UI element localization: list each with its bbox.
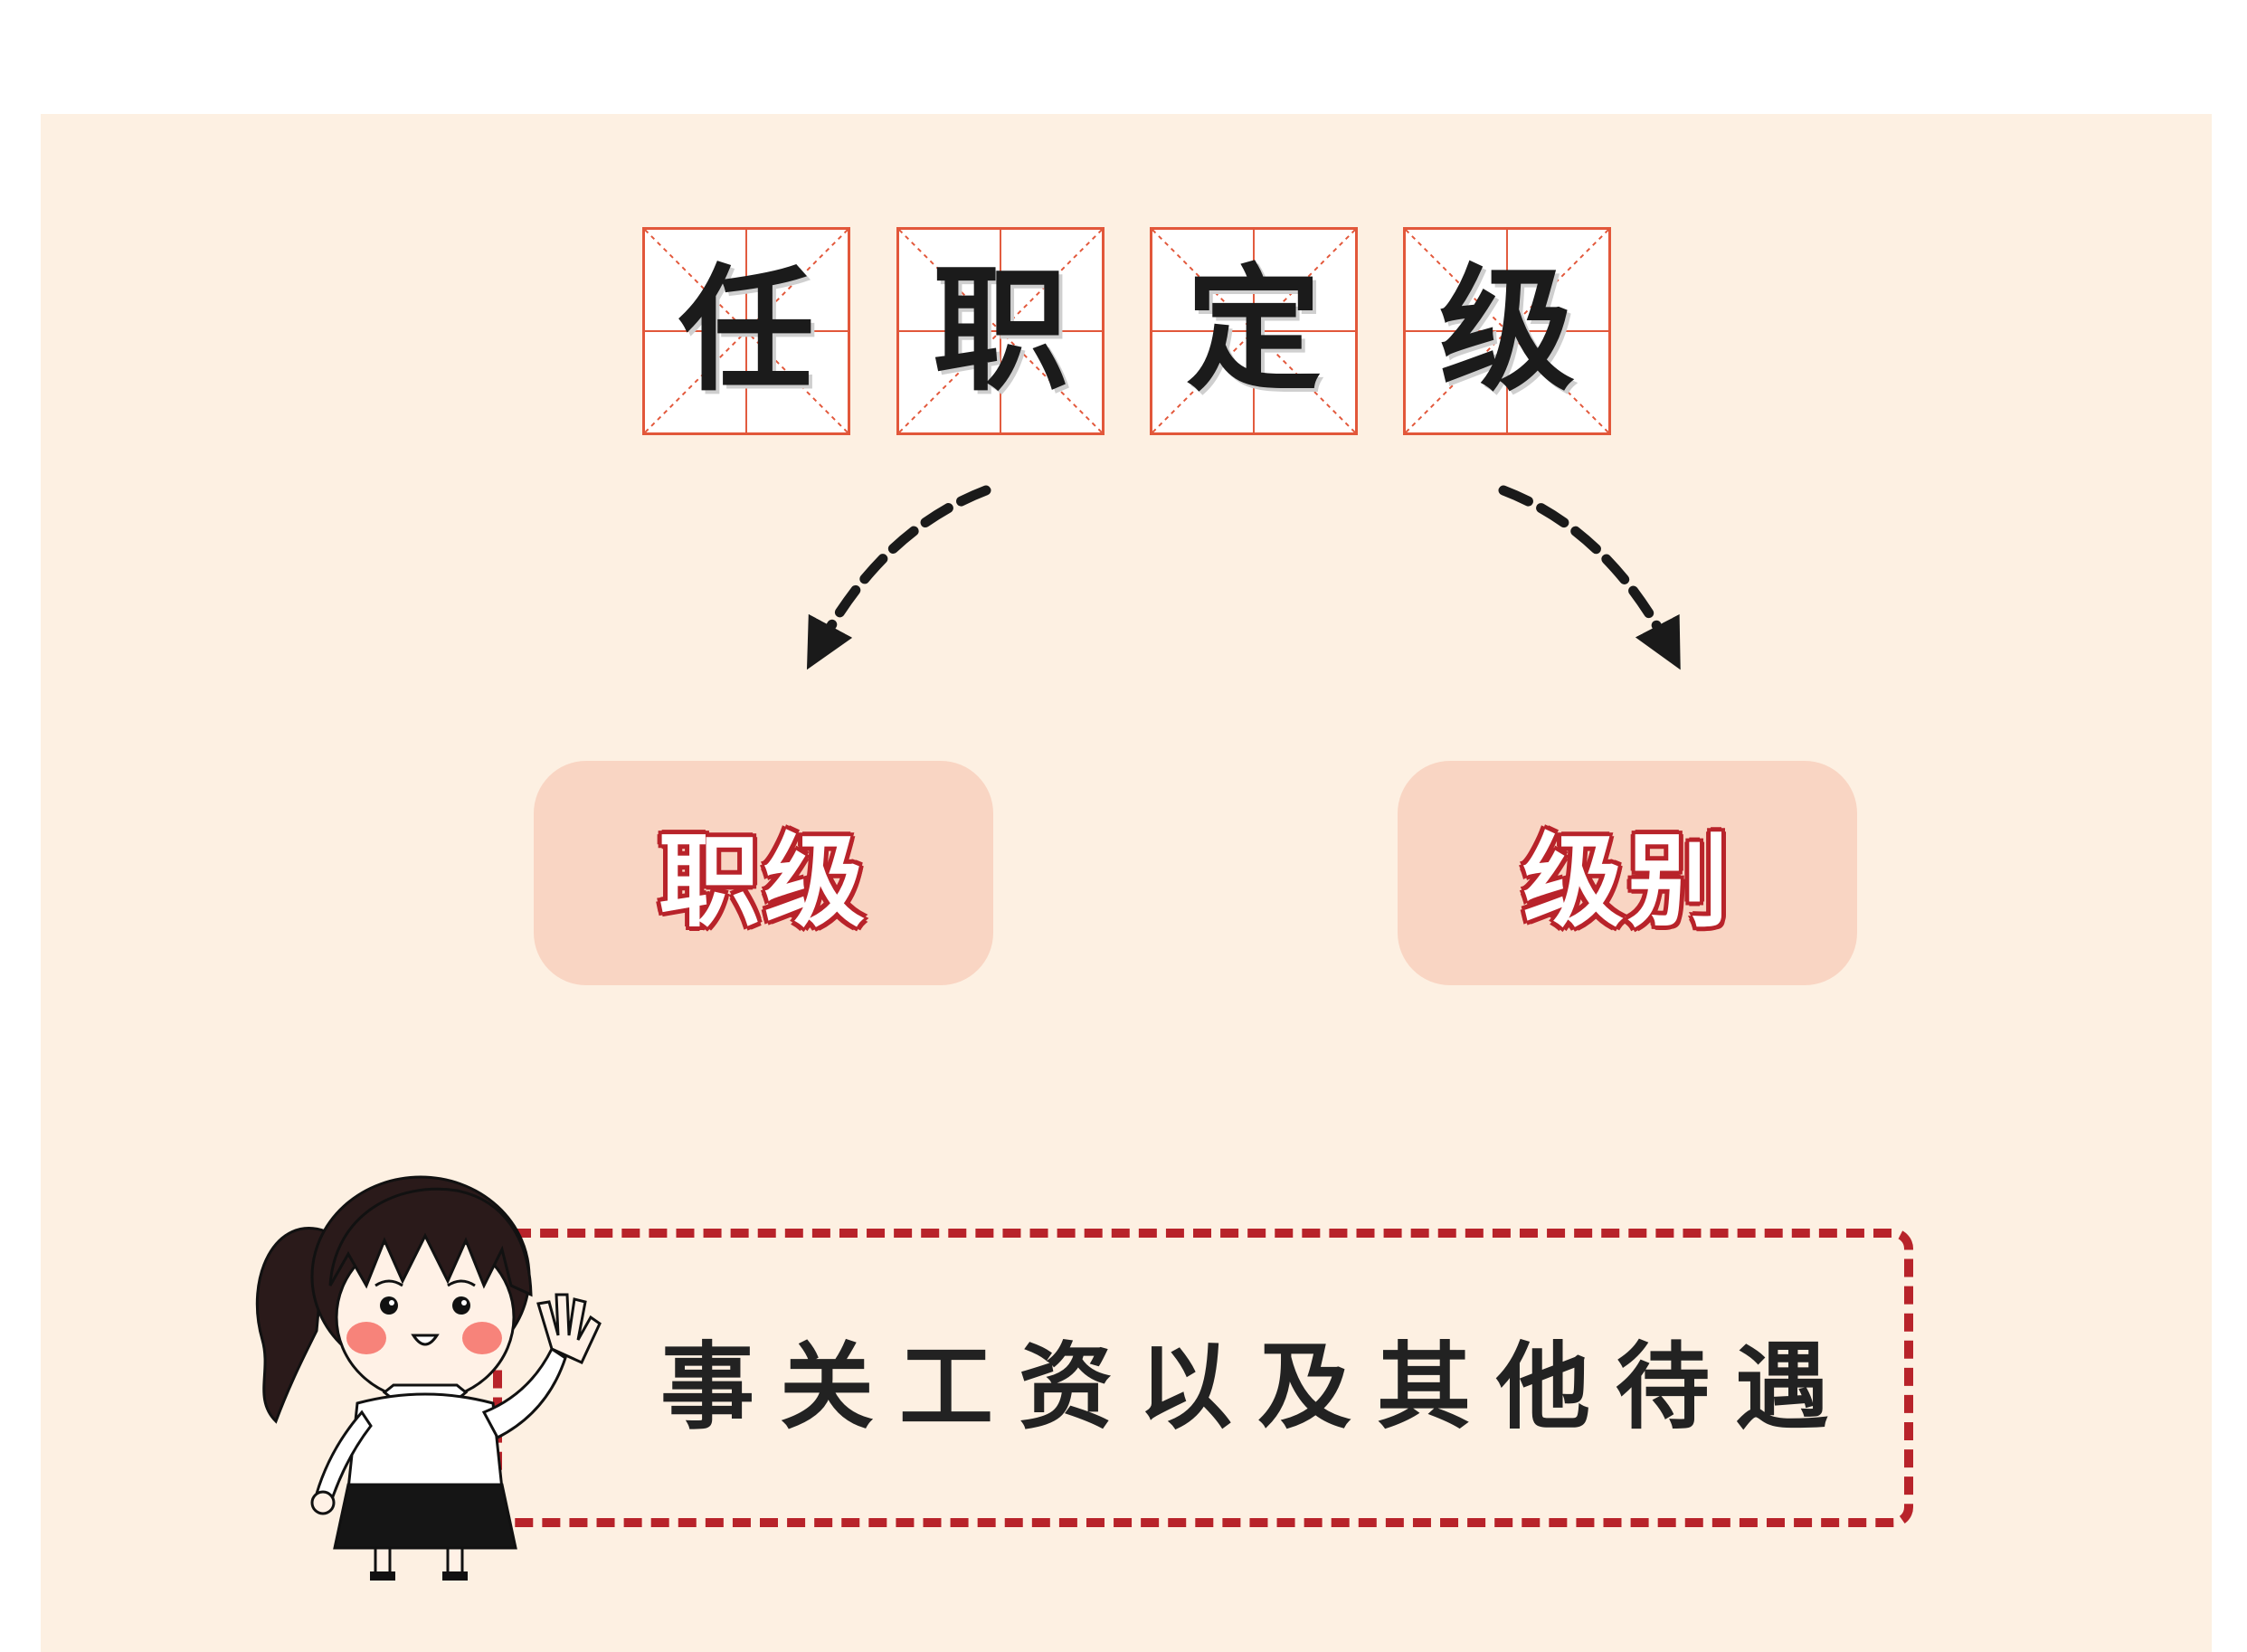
title-row: 任 职 定	[41, 227, 2212, 441]
tianzi-grid-icon	[1406, 230, 1608, 432]
title-char-box-3: 定	[1150, 227, 1358, 435]
girl-waving-icon	[255, 1175, 602, 1581]
branch-label-right: 级别	[1522, 823, 1732, 941]
title-char-4: 级	[1438, 252, 1575, 410]
background-panel: 任 职 定	[41, 114, 2212, 1652]
tianzi-grid-icon	[645, 230, 848, 432]
tianzi-grid-icon	[899, 230, 1102, 432]
callout-text: 事关工资以及其他待遇	[659, 1331, 1854, 1442]
title-char-2: 职	[932, 252, 1068, 410]
branch-pill-right: 级别	[1398, 761, 1857, 985]
curved-arrow-left-icon	[806, 485, 991, 670]
title-char-1: 任	[678, 252, 814, 410]
branch-label-left: 职级	[659, 823, 868, 941]
title-char-box-4: 级	[1403, 227, 1611, 435]
tianzi-grid-icon	[1152, 230, 1355, 432]
branch-pill-left: 职级	[534, 761, 993, 985]
curved-arrow-right-icon	[1498, 485, 1681, 670]
title-char-box-2: 职	[896, 227, 1105, 435]
title-char-3: 定	[1185, 252, 1322, 410]
title-char-box-1: 任	[642, 227, 850, 435]
callout-box: 事关工资以及其他待遇	[493, 1229, 1913, 1527]
